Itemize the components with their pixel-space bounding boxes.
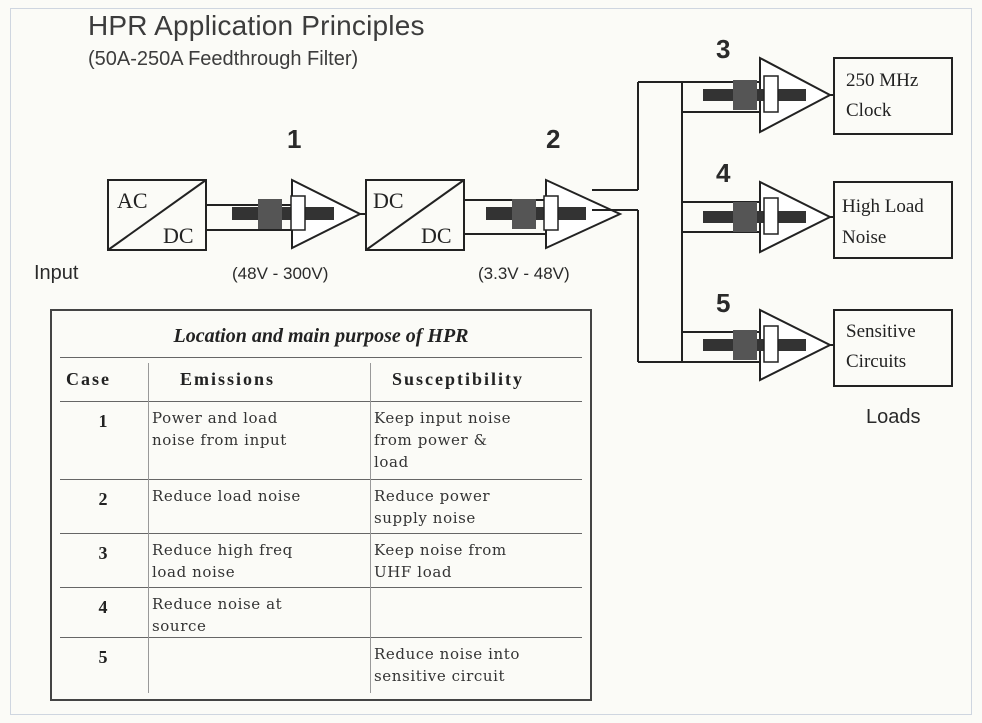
header-emissions: Emissions	[180, 369, 276, 389]
row-1-case: 1	[98, 411, 108, 431]
row-3-emissions: Reduce high freq load noise	[152, 541, 293, 581]
row-3-susceptibility: Keep noise from UHF load	[374, 541, 507, 581]
row-1-emissions: Power and load noise from input	[152, 409, 287, 449]
input-label: Input	[34, 262, 79, 284]
load-box-clock: 250 MHz Clock	[833, 57, 953, 135]
hpr-filter-3	[703, 56, 833, 134]
row-2-emissions: Reduce load noise	[152, 487, 301, 505]
table-caption: Location and main purpose of HPR	[173, 325, 469, 347]
load-label-line1: 250 MHz	[846, 70, 918, 91]
stage-number-2: 2	[546, 124, 561, 154]
load-label-line1: High Load	[842, 196, 924, 217]
dc-dc-label: DC	[421, 223, 452, 248]
row-4-case: 4	[98, 597, 108, 617]
hpr-filter-5	[703, 308, 833, 382]
ac-dc-label: DC	[163, 223, 194, 248]
dc-label: DC	[373, 188, 404, 213]
header-case: Case	[66, 369, 111, 389]
row-5-case: 5	[98, 647, 108, 667]
hpr-filter-1	[232, 178, 363, 250]
row-3-case: 3	[98, 543, 108, 563]
distribution-bus	[592, 81, 762, 363]
ac-dc-converter: AC DC	[107, 179, 207, 251]
load-label-line2: Circuits	[846, 351, 906, 372]
row-2-susceptibility: Reduce power supply noise	[374, 487, 491, 527]
ac-label: AC	[117, 188, 148, 213]
load-number-4: 4	[716, 158, 731, 188]
load-label-line1: Sensitive	[846, 321, 916, 342]
voltage-range-1: (48V - 300V)	[232, 264, 329, 283]
load-number-3: 3	[716, 34, 731, 64]
header-susceptibility: Susceptibility	[392, 369, 525, 389]
hpr-purpose-table: Location and main purpose of HPR Case Em…	[50, 309, 592, 701]
loads-label: Loads	[866, 406, 921, 428]
stage-number-1: 1	[287, 124, 302, 154]
load-box-sensitive-circuits: Sensitive Circuits	[833, 309, 953, 387]
page-title: HPR Application Principles	[88, 10, 425, 41]
load-number-5: 5	[716, 288, 731, 318]
hpr-filter-2	[486, 178, 623, 250]
row-5-susceptibility: Reduce noise into sensitive circuit	[374, 645, 521, 685]
row-2-case: 2	[98, 489, 108, 509]
dc-dc-converter: DC DC	[365, 179, 465, 251]
row-4-emissions: Reduce noise at source	[152, 595, 283, 635]
load-box-high-load-noise: High Load Noise	[833, 181, 953, 259]
voltage-range-2: (3.3V - 48V)	[478, 264, 570, 283]
row-1-susceptibility: Keep input noise from power & load	[374, 409, 512, 471]
hpr-filter-4	[703, 180, 833, 254]
load-label-line2: Noise	[842, 227, 886, 248]
slide-frame	[10, 8, 972, 715]
page-subtitle: (50A-250A Feedthrough Filter)	[88, 48, 359, 70]
load-label-line2: Clock	[846, 100, 892, 121]
